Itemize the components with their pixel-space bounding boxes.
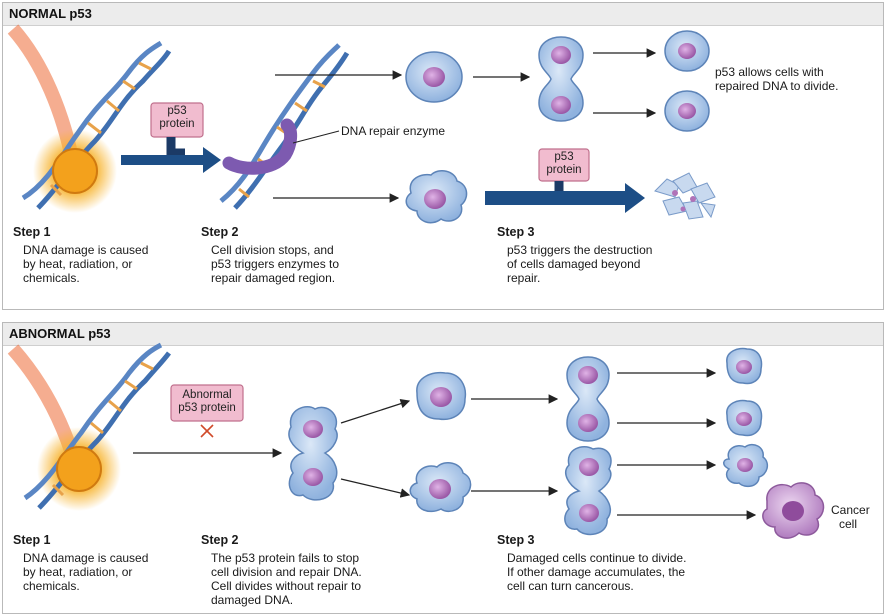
p53-tag-text-1: p53 protein [159,105,195,130]
p53-protein-tag [150,102,204,138]
enzyme-pointer [292,130,340,144]
abnormal-p53-panel: ABNORMAL p53 [2,322,884,614]
abnormal-p53-tag-text: Abnormal p53 protein [178,389,236,414]
dna-repair-enzyme [222,118,298,175]
final-cell-a [726,347,763,385]
abnormal-step3-caption: Step 3 Damaged cells continue to divide.… [497,533,687,593]
abnormal-p53-tag [170,384,244,422]
dividing-damaged-cell [288,406,338,501]
big-arrow-to-destruction [485,183,645,213]
lower-dividing-cell [564,445,612,536]
cancer-cell [762,482,825,539]
normal-step3-caption: Step 3 p53 triggers the destruction of c… [497,225,653,285]
normal-outcome-text: p53 allows cells with repaired DNA to di… [715,65,839,93]
normal-step2-caption: Step 2 Cell division stops, and p53 trig… [201,225,340,285]
lower-cell [409,461,472,513]
damaged-cell [405,169,468,224]
blocked-x-icon [200,424,214,438]
daughter-cell-2 [664,90,710,132]
damage-site [56,446,102,492]
normal-panel-header: NORMAL p53 [3,3,883,26]
p53-protein-tag-2 [538,148,590,182]
p53-stalk [166,137,185,158]
repaired-cell [405,51,463,103]
cancer-cell-label: Cancer cell [831,503,870,531]
normal-step1-caption: Step 1 DNA damage is caused by heat, rad… [13,225,149,285]
upper-dividing-cell [566,356,610,442]
abnormal-panel-title: ABNORMAL p53 [9,326,111,341]
abnormal-step2-caption: Step 2 The p53 protein fails to stop cel… [201,533,362,607]
dna-repair-enzyme-label: DNA repair enzyme [341,124,446,138]
arrow-to-upper-cell [340,399,411,424]
abnormal-step1-caption: Step 1 DNA damage is caused by heat, rad… [13,533,149,593]
final-cell-b [726,399,763,437]
dividing-cell [538,36,584,122]
damage-site [52,148,98,194]
normal-panel-title: NORMAL p53 [9,6,92,21]
normal-p53-panel: NORMAL p53 [2,2,884,310]
arrow-to-lower-cell [340,478,411,498]
abnormal-panel-header: ABNORMAL p53 [3,323,883,346]
final-cell-c [723,443,769,488]
big-arrow-step1-to-step2 [121,147,221,173]
abnormal-pathway-diagram [7,342,825,539]
destroyed-cell-fragments [654,172,716,220]
p53-tag-text-2: p53 protein [546,151,582,176]
upper-cell [416,371,467,421]
daughter-cell-1 [664,30,710,72]
normal-pathway-diagram [7,24,716,224]
